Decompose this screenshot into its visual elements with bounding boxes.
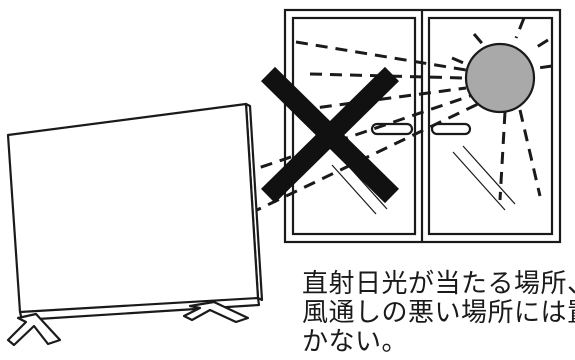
window-pane-left: [291, 16, 417, 236]
x-mark-icon: [260, 66, 400, 204]
glass-reflection: [462, 145, 516, 205]
sun-ray: [231, 102, 479, 224]
sun-ray: [451, 56, 467, 66]
window-handle-right: [430, 122, 472, 136]
sun-ray: [518, 109, 542, 197]
glass-reflection: [452, 151, 506, 211]
window-handle-left: [370, 122, 414, 136]
sun-ray: [299, 86, 467, 112]
tv-icon: [6, 102, 264, 347]
sun-ray: [472, 33, 488, 49]
caption: 直射日光が当たる場所、 風通しの悪い場所には置 かない。: [302, 269, 575, 357]
tv-stand-left: [6, 312, 62, 347]
tv-bezel: [18, 297, 261, 322]
glass-reflection: [331, 164, 377, 215]
window-pane-right: [427, 16, 554, 236]
sun-ray: [531, 38, 549, 52]
caption-line: かない。: [302, 327, 409, 357]
sun-ray: [309, 72, 465, 80]
sun-ray: [537, 64, 553, 70]
sun-ray: [498, 111, 507, 201]
sun-ray: [295, 40, 467, 72]
sun-icon: [464, 42, 536, 114]
caption-line: 風通しの悪い場所には置: [302, 298, 575, 328]
tv-screen: [6, 102, 260, 314]
tv-stand-right: [182, 300, 250, 324]
sun-ray: [514, 17, 526, 39]
window: [283, 8, 562, 244]
caption-line: 直射日光が当たる場所、: [302, 269, 575, 299]
